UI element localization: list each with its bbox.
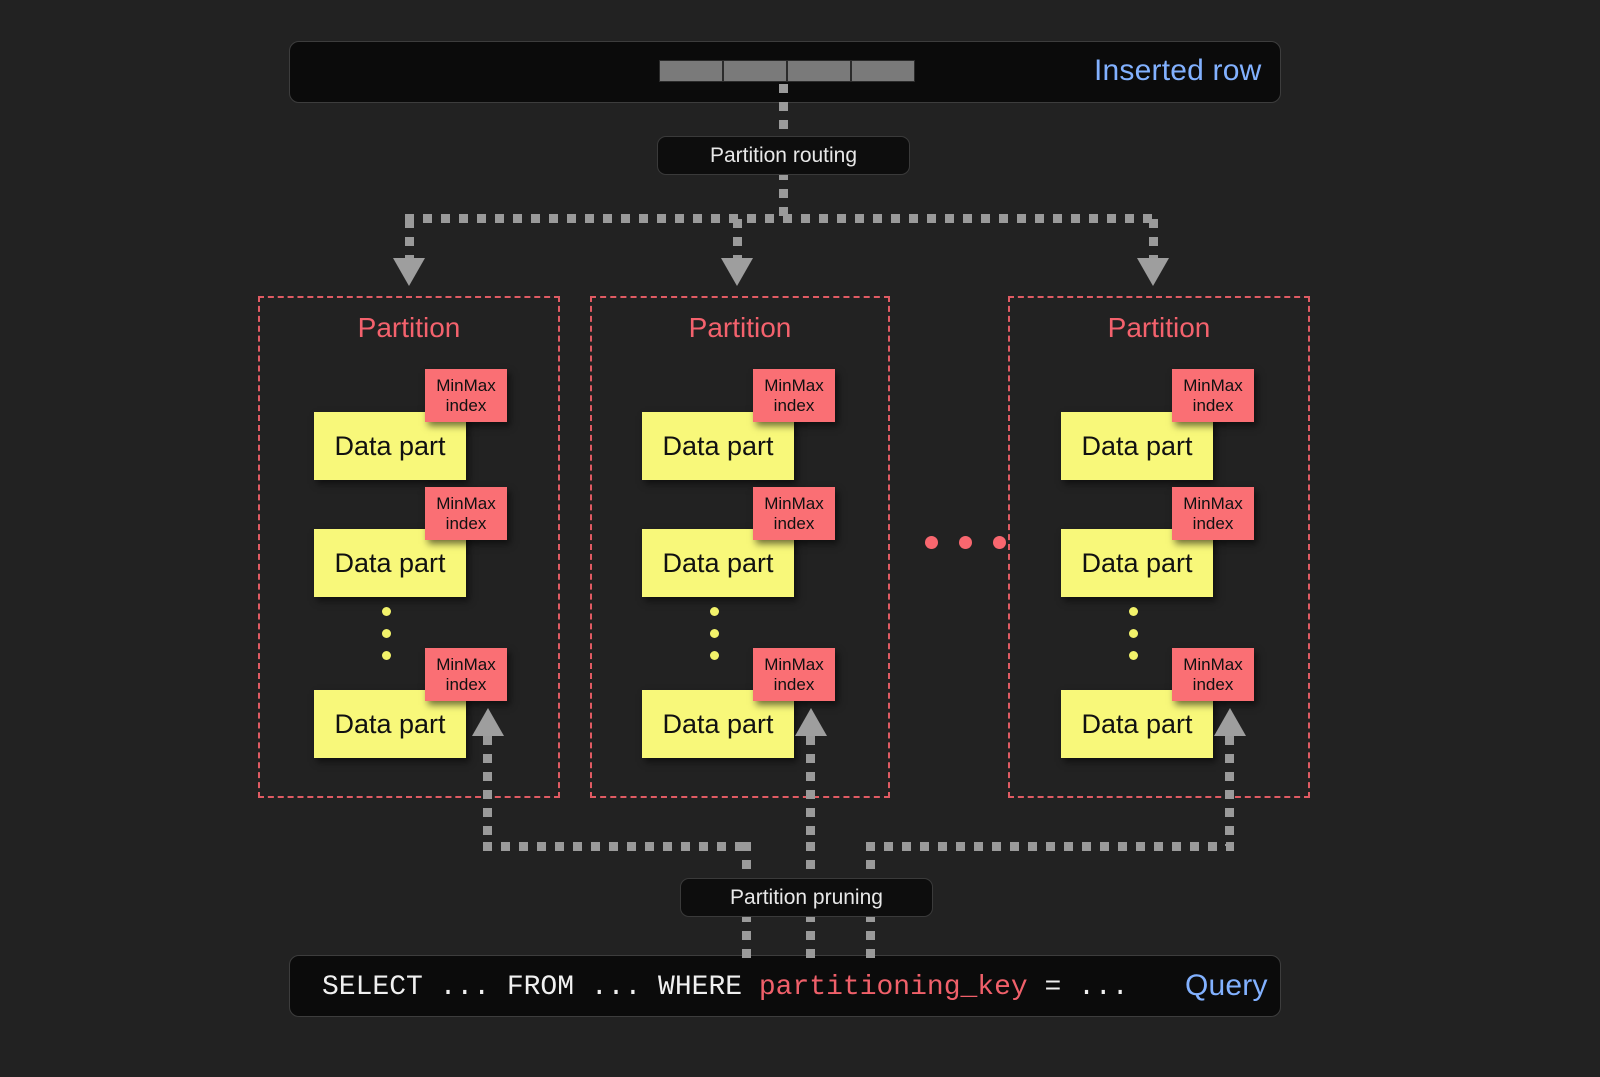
routing-branch-2 xyxy=(733,219,742,263)
routing-stem-bottom xyxy=(779,171,788,219)
row-cell xyxy=(659,60,723,82)
query-link-right xyxy=(866,913,875,958)
pruning-drop-right xyxy=(866,842,875,892)
inserted-row-cells xyxy=(659,60,915,82)
minmax-line1: MinMax xyxy=(1183,654,1243,674)
data-part-box: Data part xyxy=(1061,690,1213,758)
data-part-box: Data part xyxy=(642,412,794,480)
partition-ellipsis xyxy=(925,536,1027,549)
data-part-box: Data part xyxy=(1061,412,1213,480)
partition-box-2: Partition xyxy=(590,296,890,798)
minmax-line1: MinMax xyxy=(436,654,496,674)
routing-arrow-3 xyxy=(1137,258,1169,286)
query-link-center xyxy=(806,913,815,958)
pruning-arrow-2 xyxy=(795,708,827,736)
minmax-line2: index xyxy=(1192,513,1234,533)
inserted-row-label: Inserted row xyxy=(1094,54,1262,87)
partition-pruning-box: Partition pruning xyxy=(680,878,933,917)
minmax-line1: MinMax xyxy=(764,375,824,395)
pruning-drop-left xyxy=(742,842,751,892)
minmax-line1: MinMax xyxy=(764,654,824,674)
data-part-box: Data part xyxy=(1061,529,1213,597)
query-label: Query xyxy=(1185,969,1268,1002)
routing-bus xyxy=(405,214,1158,223)
pruning-riser-3 xyxy=(1225,736,1234,846)
routing-arrow-1 xyxy=(393,258,425,286)
minmax-line2: index xyxy=(773,513,815,533)
minmax-line1: MinMax xyxy=(436,375,496,395)
minmax-line2: index xyxy=(445,513,487,533)
partition-title: Partition xyxy=(688,312,792,343)
data-part-box: Data part xyxy=(314,529,466,597)
pruning-arrow-3 xyxy=(1214,708,1246,736)
routing-arrow-2 xyxy=(721,258,753,286)
minmax-index-box: MinMax index xyxy=(425,648,507,701)
data-part-ellipsis xyxy=(710,607,719,673)
minmax-line1: MinMax xyxy=(764,493,824,513)
minmax-index-box: MinMax index xyxy=(1172,369,1254,422)
query-keyword: partitioning_key xyxy=(758,972,1028,1003)
data-part-box: Data part xyxy=(314,412,466,480)
minmax-line2: index xyxy=(445,395,487,415)
pruning-riser-2 xyxy=(806,736,815,846)
partition-box-1: Partition xyxy=(258,296,560,798)
routing-branch-1 xyxy=(405,219,414,263)
data-part-box: Data part xyxy=(642,529,794,597)
data-part-ellipsis xyxy=(382,607,391,673)
query-bar xyxy=(289,955,1281,1017)
minmax-index-box: MinMax index xyxy=(1172,648,1254,701)
minmax-index-box: MinMax index xyxy=(425,487,507,540)
partition-box-3: Partition xyxy=(1008,296,1310,798)
query-prefix: SELECT ... FROM ... WHERE xyxy=(322,972,759,1003)
routing-stem-top xyxy=(779,84,788,140)
minmax-index-box: MinMax index xyxy=(753,487,835,540)
query-text: SELECT ... FROM ... WHERE partitioning_k… xyxy=(322,972,1129,1003)
row-cell xyxy=(851,60,915,82)
minmax-line2: index xyxy=(1192,674,1234,694)
minmax-index-box: MinMax index xyxy=(753,369,835,422)
row-cell xyxy=(787,60,851,82)
minmax-line1: MinMax xyxy=(1183,493,1243,513)
partition-title: Partition xyxy=(1107,312,1211,343)
minmax-index-box: MinMax index xyxy=(753,648,835,701)
minmax-line2: index xyxy=(445,674,487,694)
row-cell xyxy=(723,60,787,82)
data-part-box: Data part xyxy=(642,690,794,758)
minmax-line2: index xyxy=(773,395,815,415)
pruning-collector-right xyxy=(866,842,1234,851)
query-link-left xyxy=(742,913,751,958)
minmax-line1: MinMax xyxy=(1183,375,1243,395)
minmax-index-box: MinMax index xyxy=(425,369,507,422)
query-suffix: = ... xyxy=(1027,972,1129,1003)
pruning-collector-left xyxy=(483,842,745,851)
minmax-line2: index xyxy=(1192,395,1234,415)
routing-branch-3 xyxy=(1149,219,1158,263)
minmax-line2: index xyxy=(773,674,815,694)
data-part-box: Data part xyxy=(314,690,466,758)
pruning-riser-1 xyxy=(483,736,492,846)
minmax-index-box: MinMax index xyxy=(1172,487,1254,540)
partition-title: Partition xyxy=(357,312,461,343)
pruning-drop-center xyxy=(806,842,815,892)
minmax-line1: MinMax xyxy=(436,493,496,513)
partition-routing-box: Partition routing xyxy=(657,136,910,175)
data-part-ellipsis xyxy=(1129,607,1138,673)
pruning-arrow-1 xyxy=(472,708,504,736)
